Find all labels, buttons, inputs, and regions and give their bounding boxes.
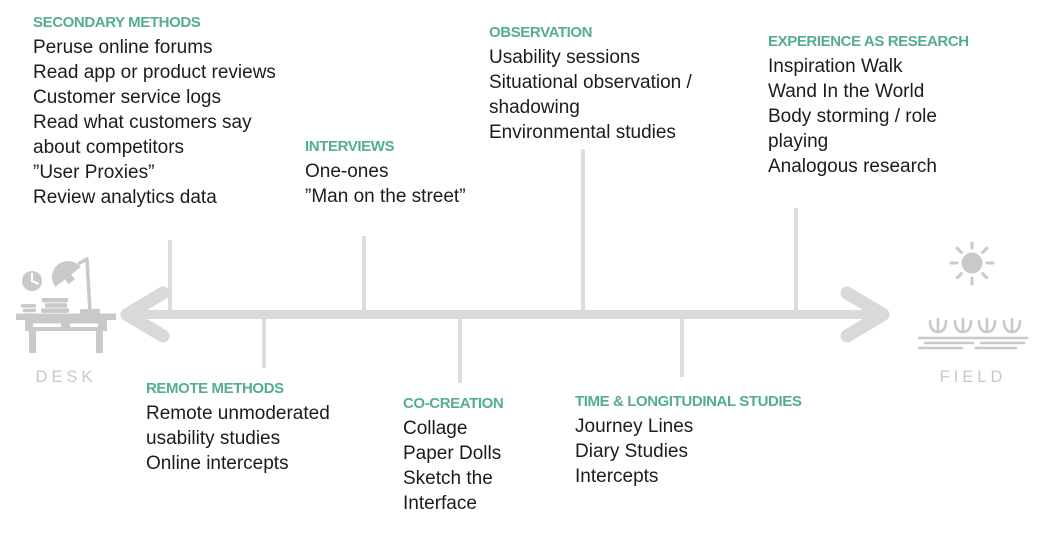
group-items: One-ones ”Man on the street”: [305, 159, 515, 209]
desk-label: DESK: [35, 368, 97, 386]
method-item: Paper Dolls: [403, 443, 502, 464]
desk-icon: [16, 251, 116, 360]
method-item: ”User Proxies”: [33, 162, 155, 183]
field-icon-graphic: [917, 240, 1029, 350]
method-item: Sketch the Interface: [403, 468, 493, 514]
method-item: Usability sessions: [489, 47, 640, 68]
method-item: Diary Studies: [575, 441, 688, 462]
group-title: INTERVIEWS: [305, 138, 395, 155]
arrowhead-right-icon: [840, 286, 890, 343]
method-group-remote-methods: REMOTE METHODS Remote unmoderated usabil…: [146, 380, 374, 476]
method-item: Body storming / role playing: [768, 106, 937, 152]
arrowhead-left-icon: [120, 286, 170, 343]
group-title: REMOTE METHODS: [146, 380, 284, 397]
desk-icon-graphic: [16, 257, 116, 353]
group-title: SECONDARY METHODS: [33, 14, 201, 31]
method-item: One-ones: [305, 161, 389, 182]
field-label: FIELD: [939, 368, 1007, 386]
method-item: Customer service logs: [33, 87, 221, 108]
method-group-time-longitudinal-studies: TIME & LONGITUDINAL STUDIES Journey Line…: [575, 393, 830, 489]
method-item: Collage: [403, 418, 468, 439]
method-item: Online intercepts: [146, 453, 289, 474]
method-item: Journey Lines: [575, 416, 694, 437]
method-item: Remote unmoderated usability studies: [146, 403, 330, 449]
group-title: OBSERVATION: [489, 24, 593, 41]
field-icon: [916, 240, 1030, 359]
group-title: EXPERIENCE AS RESEARCH: [768, 33, 969, 50]
method-item: Review analytics data: [33, 187, 217, 208]
lamp-icon: [52, 261, 81, 287]
method-item: Analogous research: [768, 156, 937, 177]
method-item: Read what customers say about competitor…: [33, 112, 252, 158]
method-item: ”Man on the street”: [305, 186, 466, 207]
group-title: CO-CREATION: [403, 395, 504, 412]
method-item: Peruse online forums: [33, 37, 213, 58]
group-title: TIME & LONGITUDINAL STUDIES: [575, 393, 802, 410]
sun-icon: [949, 240, 995, 286]
sprouts-icon: [928, 317, 1022, 334]
method-item: Situational observation / shadowing: [489, 72, 692, 118]
method-item: Read app or product reviews: [33, 62, 276, 83]
method-item: Inspiration Walk: [768, 56, 903, 77]
method-item: Intercepts: [575, 466, 659, 487]
method-group-interviews: INTERVIEWS One-ones ”Man on the street”: [305, 138, 515, 209]
ground-lines: [917, 336, 1029, 350]
method-item: Wand In the World: [768, 81, 925, 102]
method-item: Environmental studies: [489, 122, 676, 143]
